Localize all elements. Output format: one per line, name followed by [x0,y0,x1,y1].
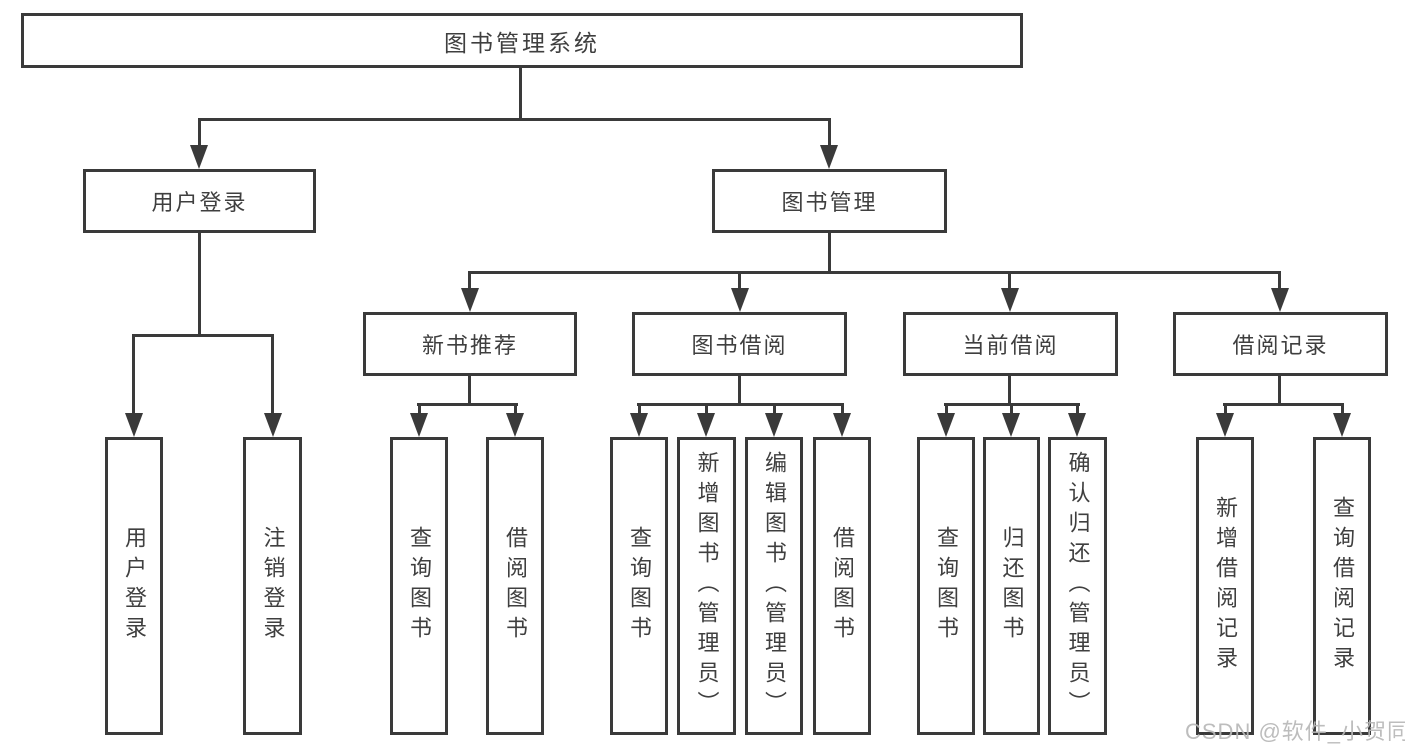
leaf-newbooks-borrow-books: 借阅图书 [486,437,544,735]
leaf-return-books: 归还图书 [983,437,1040,735]
connector-leaf-drop [1076,403,1079,416]
arrowhead-icon [1271,288,1289,312]
connector-leaf-drop [638,403,641,416]
arrowhead-icon [731,288,749,312]
connector-drop-user-login [198,118,201,148]
arrowhead-icon [833,413,851,437]
connector-current-borrow-stem [1008,374,1011,406]
arrowhead-icon [630,413,648,437]
connector-new-books-hline [417,403,518,406]
arrowhead-icon [1216,413,1234,437]
arrowhead-icon [1002,413,1020,437]
arrowhead-icon [1001,288,1019,312]
leaf-edit-books-admin-label: 编辑图书（管理员） [762,451,787,721]
connector-level3-hline [468,271,1281,274]
leaf-add-borrow-record-label: 新增借阅记录 [1213,496,1238,676]
node-book-management-label: 图书管理 [781,190,878,215]
arrowhead-icon [697,413,715,437]
leaf-borrow-query-books-label: 查询图书 [627,526,652,646]
arrowhead-icon [125,413,143,437]
leaf-edit-books-admin: 编辑图书（管理员） [745,437,803,735]
node-root-label: 图书管理系统 [444,29,600,56]
node-book-management: 图书管理 [712,169,947,233]
leaf-query-borrow-record: 查询借阅记录 [1313,437,1371,735]
connector-book-borrow-stem [738,374,741,406]
connector-leaf-drop [705,403,708,416]
node-user-login-label: 用户登录 [151,190,248,215]
leaf-newbooks-query-books-label: 查询图书 [407,526,432,646]
leaf-add-books-admin-label: 新增图书（管理员） [694,451,720,721]
leaf-borrow-borrow-books-label: 借阅图书 [830,526,855,646]
arrowhead-icon [765,413,783,437]
leaf-user-login-label: 用户登录 [122,526,147,646]
leaf-newbooks-query-books: 查询图书 [390,437,448,735]
leaf-borrow-borrow-books: 借阅图书 [813,437,871,735]
connector-leaf-drop [945,403,948,416]
arrowhead-icon [264,413,282,437]
leaf-current-query-books-label: 查询图书 [934,526,959,646]
leaf-add-borrow-record: 新增借阅记录 [1196,437,1254,735]
connector-leaf-drop [1341,403,1344,416]
node-user-login: 用户登录 [83,169,316,233]
connector-user-login-stem [198,232,201,335]
leaf-borrow-query-books: 查询图书 [610,437,668,735]
connector-leaf-drop [773,403,776,416]
connector-new-books-stem [468,374,471,406]
connector-leaf-drop [841,403,844,416]
leaf-add-books-admin: 新增图书（管理员） [677,437,736,735]
arrowhead-icon [190,145,208,169]
connector-leaf-drop [1224,403,1227,416]
leaf-query-borrow-record-label: 查询借阅记录 [1330,496,1355,676]
connector-book-borrow-hline [637,403,844,406]
leaf-logout: 注销登录 [243,437,302,735]
watermark: CSDN @软件_小贺同学 [1185,719,1405,744]
node-borrowing-records-label: 借阅记录 [1232,333,1329,358]
connector-level2-hline [198,118,831,121]
node-new-book-recommend-label: 新书推荐 [421,333,518,358]
connector-leaf-drop [1010,403,1013,416]
connector-drop-new-books [468,271,471,290]
node-book-borrowing-label: 图书借阅 [691,333,788,358]
connector-drop-login [132,334,135,416]
connector-drop-book-mgmt [828,118,831,148]
node-new-book-recommend: 新书推荐 [363,312,577,376]
arrowhead-icon [1333,413,1351,437]
arrowhead-icon [820,145,838,169]
connector-drop-borrow-records [1278,271,1281,290]
connector-drop-current-borrow [1008,271,1011,290]
arrowhead-icon [937,413,955,437]
leaf-return-books-label: 归还图书 [999,526,1025,646]
connector-drop-logout [271,334,274,416]
leaf-current-query-books: 查询图书 [917,437,975,735]
leaf-logout-label: 注销登录 [260,526,286,646]
connector-book-mgmt-stem [828,232,831,273]
leaf-newbooks-borrow-books-label: 借阅图书 [503,526,528,646]
connector-root-stem [519,66,522,121]
arrowhead-icon [410,413,428,437]
arrowhead-icon [461,288,479,312]
connector-borrow-records-hline [1223,403,1344,406]
node-current-borrowing: 当前借阅 [903,312,1118,376]
leaf-confirm-return-admin-label: 确认归还（管理员） [1065,451,1091,721]
arrowhead-icon [506,413,524,437]
arrowhead-icon [1068,413,1086,437]
node-book-borrowing: 图书借阅 [632,312,847,376]
leaf-user-login: 用户登录 [105,437,163,735]
node-current-borrowing-label: 当前借阅 [962,333,1059,358]
connector-user-login-hline [132,334,274,337]
connector-borrow-records-stem [1278,374,1281,406]
connector-leaf-drop [514,403,517,416]
connector-drop-book-borrow [738,271,741,290]
node-borrowing-records: 借阅记录 [1173,312,1388,376]
connector-leaf-drop [418,403,421,416]
leaf-confirm-return-admin: 确认归还（管理员） [1048,437,1107,735]
node-root: 图书管理系统 [21,13,1023,68]
